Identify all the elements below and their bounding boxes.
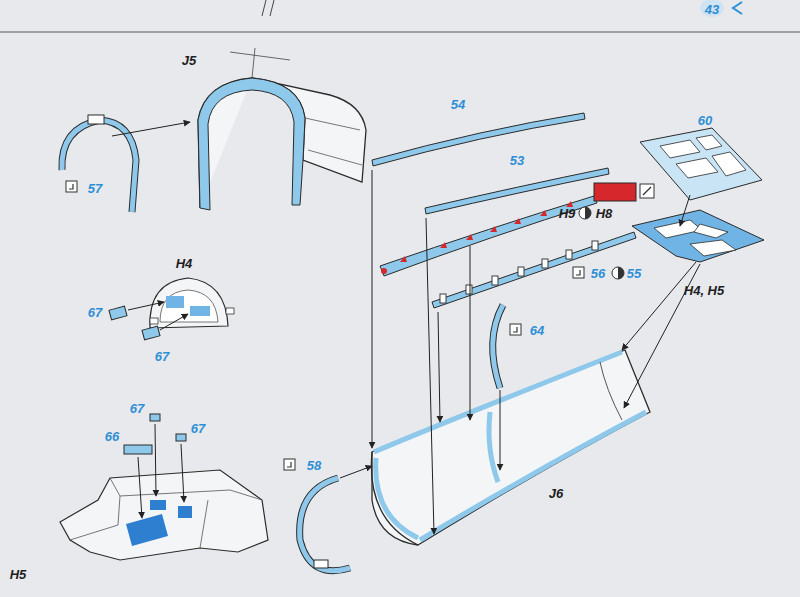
part-label: H9: [559, 207, 576, 220]
part-label: H4: [176, 257, 193, 270]
callout-number: 60: [698, 114, 712, 127]
callout-number: 67: [191, 422, 205, 435]
callout-number: 56: [591, 267, 605, 280]
callout-number: 54: [451, 98, 465, 111]
callout-number: 66: [105, 430, 119, 443]
callout-number: 67: [88, 306, 102, 319]
callout-number: 57: [88, 182, 102, 195]
callout-number: 58: [307, 459, 321, 472]
callout-number: 67: [155, 350, 169, 363]
callout-number: 55: [627, 267, 641, 280]
callout-number: 64: [530, 324, 544, 337]
part-label: H5: [10, 568, 27, 581]
callout-number: 43: [705, 3, 719, 16]
part-label: H8: [596, 207, 613, 220]
part-label: J5: [182, 54, 196, 67]
callout-number: 53: [510, 154, 524, 167]
part-label: H4, H5: [684, 284, 724, 297]
callout-number: 67: [130, 402, 144, 415]
part-label: J6: [549, 487, 563, 500]
